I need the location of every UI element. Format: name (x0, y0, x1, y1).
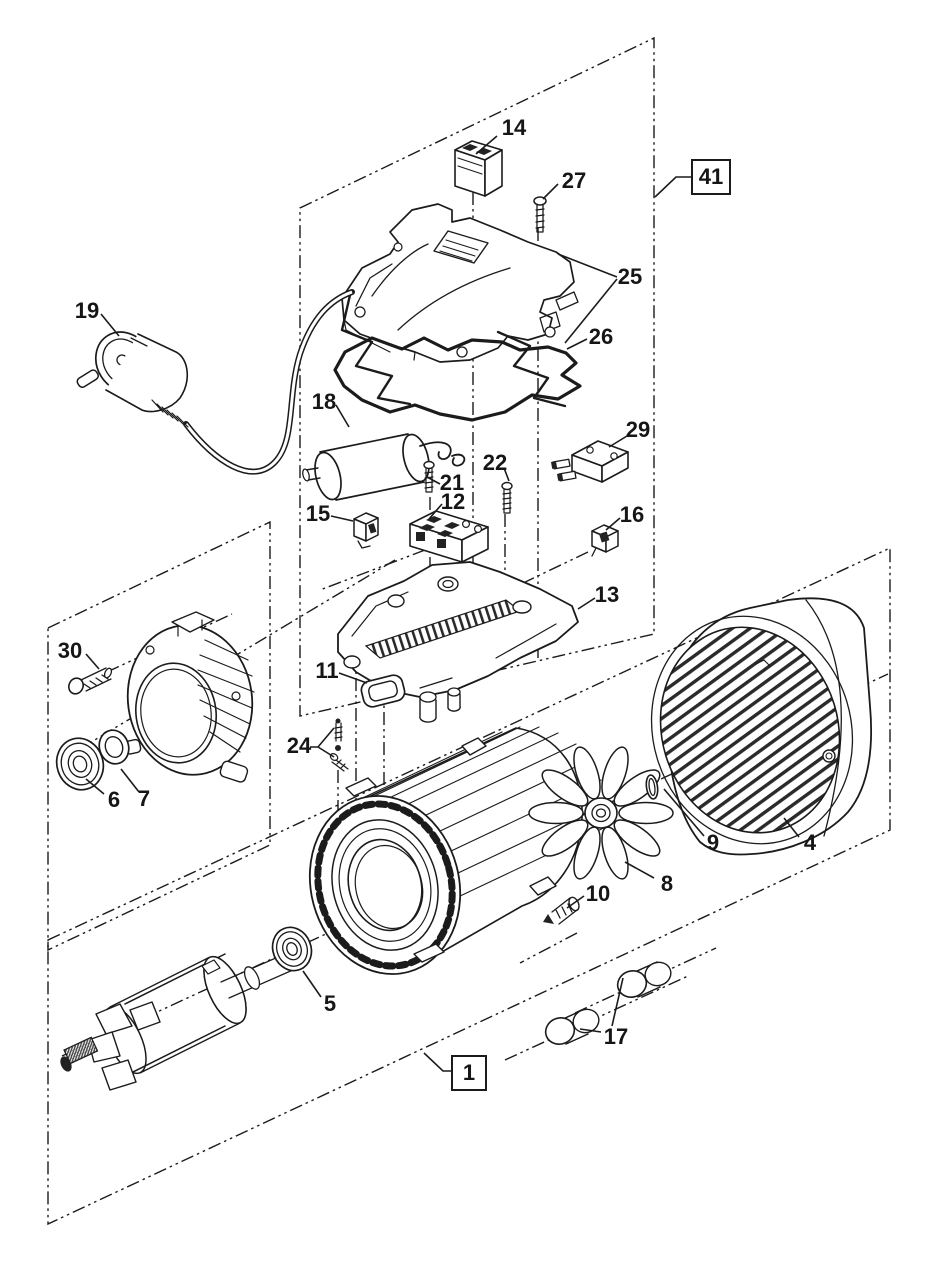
part-label-10: 10 (586, 881, 610, 906)
part-label-4: 4 (804, 830, 817, 855)
leader-12 (428, 503, 443, 520)
part-label-8: 8 (661, 871, 673, 896)
part-label-19: 19 (75, 298, 99, 323)
part-22-screw (501, 481, 513, 514)
part-8-fan (528, 746, 674, 880)
part-26-gasket (333, 336, 582, 422)
part-label-25: 25 (618, 264, 642, 289)
part-label-27: 27 (562, 168, 586, 193)
leader-24b (317, 746, 335, 758)
assembly-label-41: 41 (691, 159, 731, 195)
leader-7 (120, 768, 140, 793)
leader-17b (611, 977, 624, 1027)
leader-21 (426, 476, 441, 485)
part-label-24: 24 (287, 733, 312, 758)
part-25-cover (341, 203, 579, 363)
part-label-13: 13 (595, 582, 619, 607)
part-label-26: 26 (589, 324, 613, 349)
part-4-housing (650, 597, 873, 856)
assembly-label-41-text: 41 (699, 164, 723, 189)
leader-27 (542, 183, 559, 200)
leader-24a (310, 727, 335, 748)
leader-29 (608, 435, 628, 448)
part-17-caps (544, 961, 672, 1045)
part-label-21: 21 (440, 470, 464, 495)
leader-30 (85, 653, 100, 670)
part-12-terminal-block (409, 510, 489, 563)
part-11-grommet (360, 674, 406, 708)
leader-17a (579, 1028, 602, 1033)
part-label-5: 5 (324, 991, 336, 1016)
assembly-label-1-text: 1 (463, 1060, 475, 1085)
part-label-6: 6 (108, 787, 120, 812)
part-label-18: 18 (312, 389, 336, 414)
part-6-bearing (55, 737, 105, 791)
axis-stator-corner (519, 932, 578, 964)
part-label-12: 12 (441, 489, 465, 514)
leader-8 (624, 861, 655, 879)
leader-16 (605, 517, 621, 531)
leader-6 (85, 778, 105, 795)
end-shield (124, 611, 255, 783)
leader-1 (423, 1052, 452, 1072)
part-13-base-plate (337, 561, 579, 723)
leader-13 (577, 597, 596, 610)
part-label-16: 16 (620, 502, 644, 527)
leader-14 (475, 135, 498, 155)
boundary-box-motor-assembly (47, 546, 891, 1226)
leader-26 (566, 338, 588, 350)
leader-11 (338, 672, 368, 684)
part-18-capacitor (302, 433, 466, 501)
leader-lines (85, 135, 800, 1072)
part-5-bearing (271, 926, 313, 972)
part-label-30: 30 (58, 638, 82, 663)
part-label-9: 9 (707, 830, 719, 855)
assembly-boundary-boxes (47, 36, 891, 1226)
part-labels: 14 27 25 26 19 18 21 12 22 29 15 16 13 1… (58, 115, 817, 1091)
part-21-screw (423, 460, 435, 493)
part-24-screw-set (329, 718, 349, 772)
part-15-clip (353, 512, 379, 549)
part-10-plug (543, 896, 580, 925)
leader-25a (557, 253, 618, 278)
axis-clip-15 (319, 549, 426, 591)
rotor-armature (60, 948, 305, 1091)
part-label-11: 11 (315, 658, 338, 683)
leader-19 (100, 313, 120, 337)
wire-harness (340, 293, 567, 408)
leader-25b (564, 278, 618, 344)
leader-4 (783, 817, 800, 838)
assembly-label-1: 1 (451, 1055, 487, 1091)
part-27-screw (533, 196, 547, 233)
part-19-power-plug (76, 289, 355, 475)
leader-5 (302, 970, 322, 998)
part-16-clip (591, 524, 619, 557)
part-29-thermal-switch (551, 440, 629, 483)
part-14-connector (454, 140, 503, 197)
leader-10 (566, 895, 585, 909)
leader-18 (335, 404, 350, 428)
parts (55, 140, 873, 1091)
part-label-15: 15 (306, 501, 330, 526)
part-7-seal-ring (98, 729, 130, 765)
part-30-bolt (68, 667, 113, 695)
stator (308, 726, 611, 975)
part-label-7: 7 (138, 786, 150, 811)
part-label-17: 17 (604, 1024, 628, 1049)
part-label-29: 29 (626, 417, 650, 442)
leader-9 (663, 788, 705, 837)
leader-41 (654, 176, 692, 198)
part-label-22: 22 (483, 450, 507, 475)
leader-22 (503, 467, 510, 482)
part-label-14: 14 (502, 115, 527, 140)
part-9-ring (645, 774, 659, 800)
leader-15 (330, 515, 354, 522)
